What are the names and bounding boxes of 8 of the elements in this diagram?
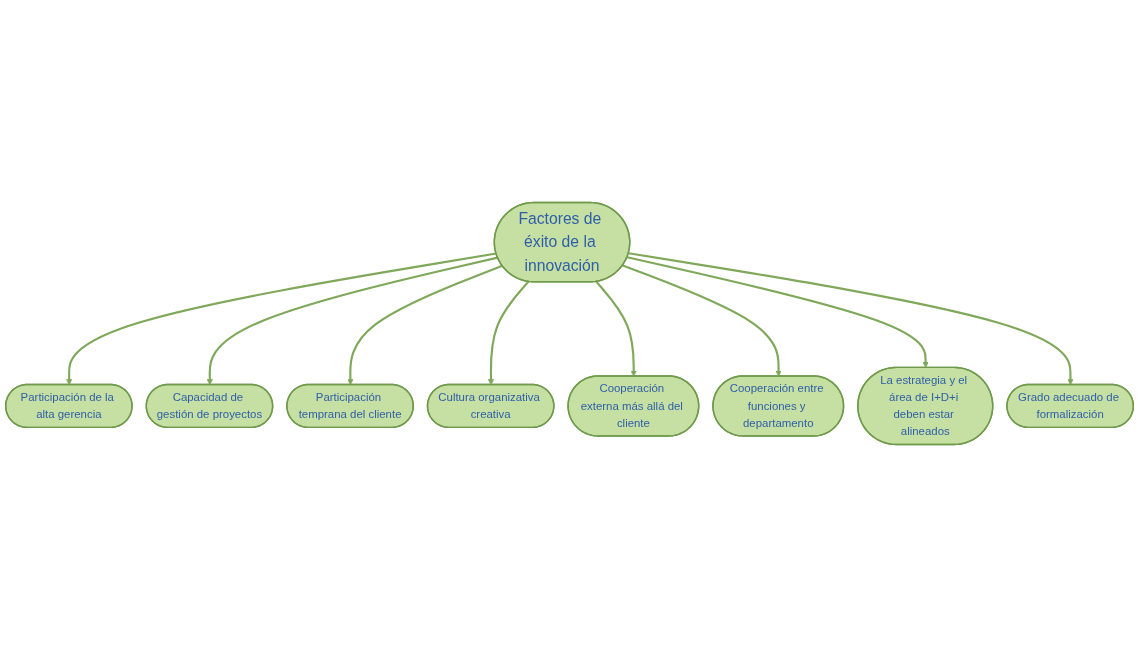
arrow — [628, 252, 1074, 386]
arrow — [66, 252, 497, 386]
arrow — [622, 264, 782, 377]
arrow — [487, 280, 530, 386]
arrow — [627, 256, 929, 369]
arrow — [206, 256, 498, 386]
arrow — [347, 264, 503, 386]
arrow — [595, 280, 637, 377]
